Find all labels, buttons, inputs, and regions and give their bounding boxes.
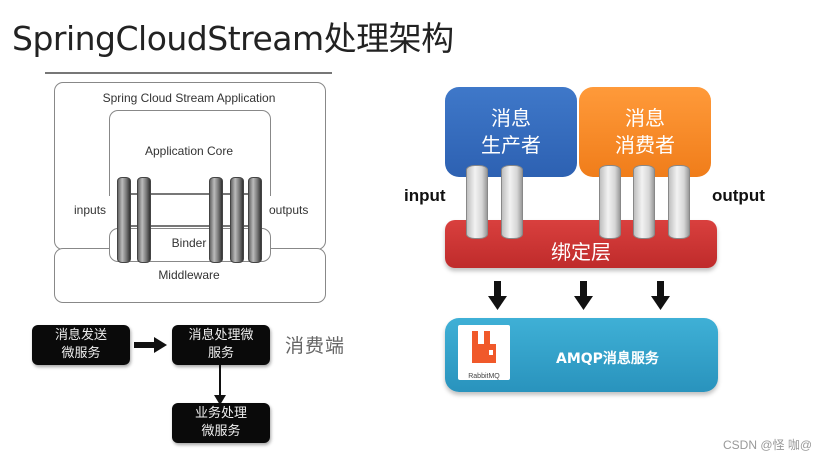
page-title: SpringCloudStream处理架构 [12, 19, 454, 58]
processor-service-box: 消息处理微服务 [172, 325, 270, 365]
binder-label: Binder [171, 236, 207, 250]
channel-line-top [125, 193, 255, 195]
inputs-label: inputs [74, 203, 107, 217]
output-cylinder [668, 165, 690, 239]
producer-box: 消息 生产者 [445, 87, 577, 177]
output-channel-cylinder [230, 177, 244, 263]
business-service-box: 业务处理微服务 [172, 403, 270, 443]
watermark: CSDN @怪 咖@ [723, 438, 813, 452]
input-label: input [404, 186, 446, 205]
right-arrow-icon [134, 337, 167, 353]
down-arrow-icon [651, 281, 670, 310]
sender-service-box: 消息发送微服务 [32, 325, 130, 365]
rabbitmq-icon [472, 331, 496, 363]
sender-line-2: 微服务 [61, 346, 101, 361]
input-channel-cylinder [137, 177, 151, 263]
title-underline [45, 72, 332, 74]
output-channel-cylinder [209, 177, 223, 263]
binder-box [109, 228, 271, 262]
business-line-1: 业务处理 [194, 406, 247, 421]
consumer-box: 消息 消费者 [579, 87, 711, 177]
application-core-box [109, 110, 271, 196]
input-cylinder [501, 165, 523, 239]
producer-line-2: 生产者 [481, 133, 541, 157]
business-line-2: 微服务 [201, 424, 241, 439]
processor-line-2: 服务 [207, 346, 234, 361]
rabbitmq-logo: RabbitMQ [458, 325, 510, 380]
output-channel-cylinder [248, 177, 262, 263]
output-cylinder [599, 165, 621, 239]
input-cylinder [466, 165, 488, 239]
application-label: Spring Cloud Stream Application [102, 91, 276, 105]
down-arrow-icon [214, 365, 226, 405]
consumer-line-2: 消费者 [615, 133, 675, 157]
rabbitmq-label: RabbitMQ [468, 373, 500, 380]
input-channel-cylinder [117, 177, 131, 263]
processor-line-1: 消息处理微 [188, 328, 254, 343]
amqp-label: AMQP消息服务 [556, 351, 659, 367]
consumer-line-1: 消息 [625, 106, 665, 130]
channel-line-bottom [125, 225, 255, 227]
down-arrow-icon [574, 281, 593, 310]
consumer-side-label: 消费端 [285, 335, 346, 357]
down-arrow-icon [488, 281, 507, 310]
output-cylinder [633, 165, 655, 239]
producer-line-1: 消息 [491, 106, 531, 130]
outputs-label: outputs [269, 203, 309, 217]
middleware-label: Middleware [158, 268, 220, 282]
binder-layer-label: 绑定层 [551, 239, 611, 264]
application-core-label: Application Core [144, 144, 234, 158]
sender-line-1: 消息发送 [54, 328, 107, 343]
output-label: output [712, 186, 765, 205]
